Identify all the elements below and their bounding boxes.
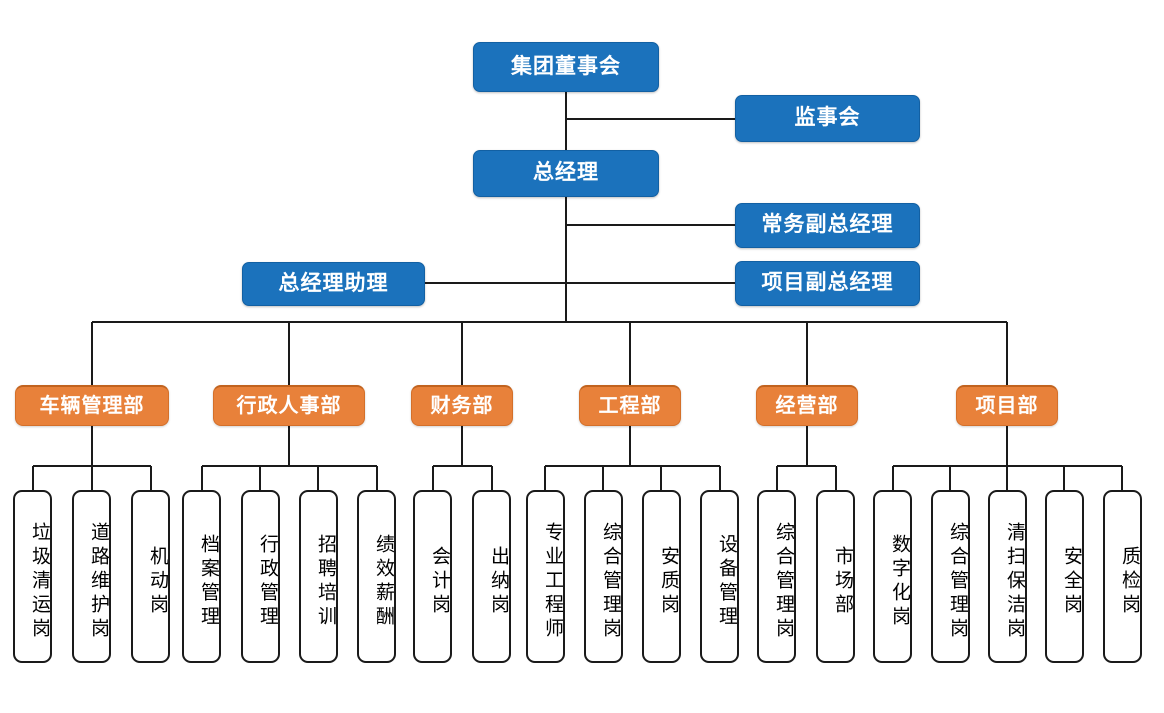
node-department-finance[interactable]: 财务部 (411, 385, 513, 426)
leaf-position[interactable]: 市场部 (816, 490, 855, 663)
leaf-position[interactable]: 行政管理 (241, 490, 280, 663)
leaf-position[interactable]: 招聘培训 (299, 490, 338, 663)
leaf-position[interactable]: 专业工程师 (526, 490, 565, 663)
leaf-position[interactable]: 综合管理岗 (757, 490, 796, 663)
leaf-position[interactable]: 设备管理 (700, 490, 739, 663)
leaf-position[interactable]: 数字化岗 (873, 490, 912, 663)
node-group-board[interactable]: 集团董事会 (473, 42, 659, 92)
node-supervisory-board[interactable]: 监事会 (735, 95, 920, 142)
leaf-position[interactable]: 清扫保洁岗 (988, 490, 1027, 663)
node-department-engineering[interactable]: 工程部 (579, 385, 681, 426)
node-project-deputy-gm[interactable]: 项目副总经理 (735, 261, 920, 306)
leaf-position[interactable]: 道路维护岗 (72, 490, 111, 663)
node-department-admin-hr[interactable]: 行政人事部 (213, 385, 365, 426)
leaf-position[interactable]: 会计岗 (413, 490, 452, 663)
node-department-operations[interactable]: 经营部 (756, 385, 858, 426)
leaf-position[interactable]: 质检岗 (1103, 490, 1142, 663)
leaf-position[interactable]: 机动岗 (131, 490, 170, 663)
leaf-position[interactable]: 出纳岗 (472, 490, 511, 663)
node-gm-assistant[interactable]: 总经理助理 (242, 262, 425, 306)
node-department-vehicle-management[interactable]: 车辆管理部 (15, 385, 169, 426)
leaf-position[interactable]: 档案管理 (182, 490, 221, 663)
node-general-manager[interactable]: 总经理 (473, 150, 659, 197)
leaf-position[interactable]: 安质岗 (642, 490, 681, 663)
leaf-position[interactable]: 绩效薪酬 (357, 490, 396, 663)
node-executive-deputy-gm[interactable]: 常务副总经理 (735, 203, 920, 248)
node-department-project[interactable]: 项目部 (956, 385, 1058, 426)
leaf-position[interactable]: 安全岗 (1045, 490, 1084, 663)
leaf-position[interactable]: 综合管理岗 (931, 490, 970, 663)
leaf-position[interactable]: 垃圾清运岗 (13, 490, 52, 663)
leaf-position[interactable]: 综合管理岗 (584, 490, 623, 663)
